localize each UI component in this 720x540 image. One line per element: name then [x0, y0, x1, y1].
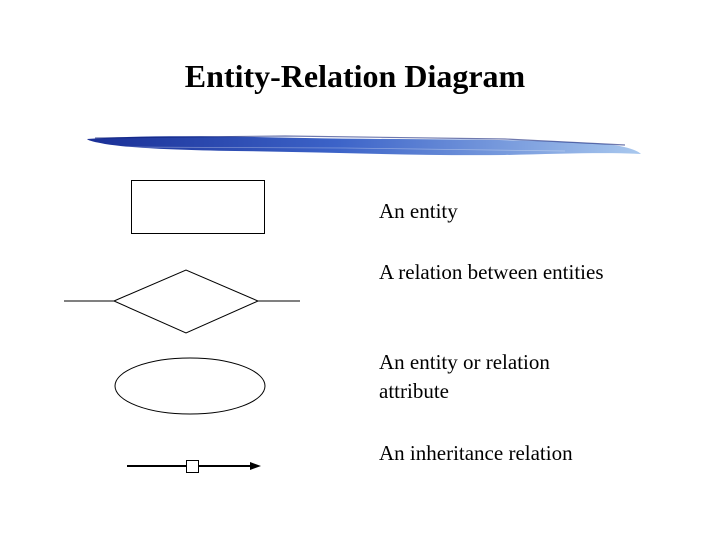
legend-label-entity: An entity: [379, 199, 458, 223]
attribute-ellipse-symbol: [114, 357, 266, 415]
slide-title: Entity-Relation Diagram: [184, 58, 526, 94]
legend-label-relation: A relation between entities: [379, 260, 604, 284]
legend-label-inheritance: An inheritance relation: [379, 441, 573, 465]
relation-diamond-symbol: [64, 269, 300, 334]
inheritance-arrow-symbol: [127, 460, 261, 473]
brush-stroke-divider: [87, 135, 641, 156]
legend-label-attribute: An entity or relation attribute: [379, 350, 550, 403]
entity-rectangle-symbol: [131, 180, 265, 234]
